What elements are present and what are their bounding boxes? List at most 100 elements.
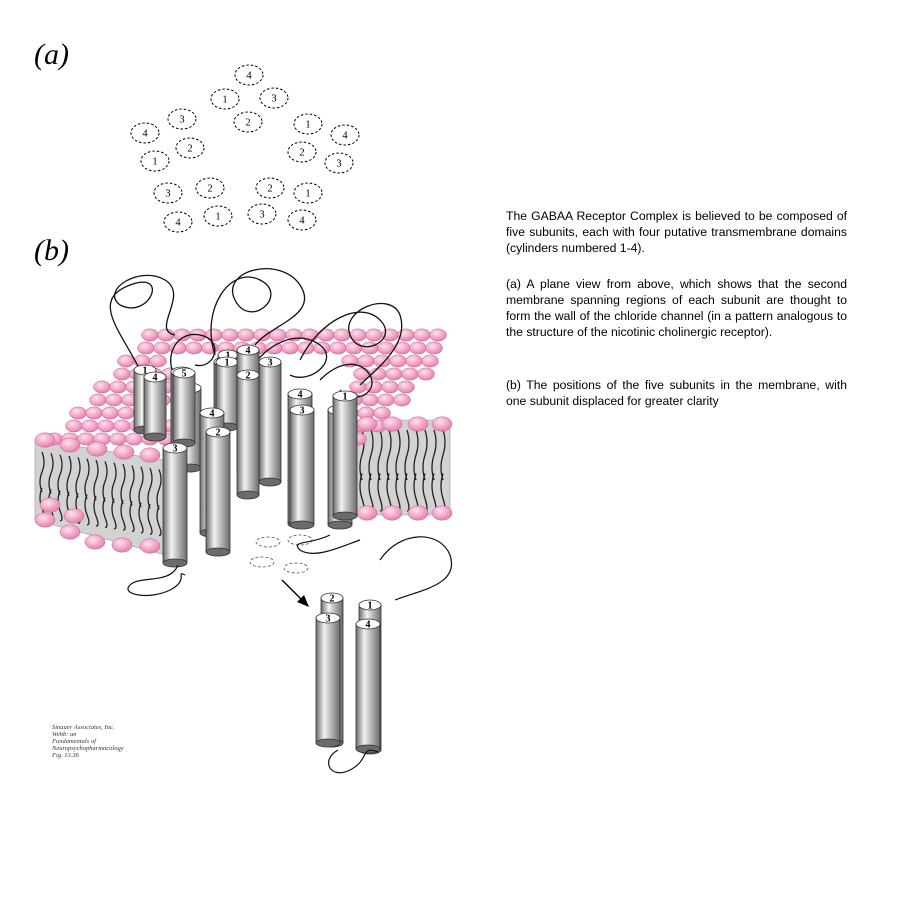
protein-loop — [170, 333, 216, 386]
lipid-head — [317, 328, 335, 342]
lipid-head — [356, 416, 378, 432]
lipid-head — [85, 406, 103, 420]
lipid-head — [117, 406, 135, 420]
lipid-head — [59, 437, 81, 453]
lipid-head — [409, 341, 427, 355]
domain-number: 3 — [268, 358, 273, 369]
domain-number: 5 — [182, 369, 187, 380]
lipid-head — [381, 416, 403, 432]
lipid-head — [417, 367, 435, 381]
domain-circle: 2 — [195, 177, 225, 199]
lipid-head — [385, 367, 403, 381]
lipid-head — [253, 328, 271, 342]
lipid-head — [205, 328, 223, 342]
credit-line: Neuropsychopharmacology — [52, 745, 124, 752]
domain-number: 1 — [305, 120, 310, 131]
domain-circle: 2 — [255, 177, 285, 199]
protein-loop — [109, 274, 176, 371]
domain-circle: 1 — [293, 182, 323, 204]
domain-number: 3 — [179, 115, 184, 126]
domain-circle: 3 — [259, 87, 289, 109]
lipid-head — [109, 380, 127, 394]
domain-number: 3 — [165, 189, 170, 200]
lipid-head — [34, 432, 56, 448]
domain-circle: 4 — [163, 211, 193, 233]
publisher-credit: Sinauer Associates, Inc. Webb: an Fundam… — [52, 724, 124, 759]
lipid-tail — [102, 461, 108, 529]
panel-label-a: (a) — [34, 38, 69, 71]
domain-circle: 4 — [287, 209, 317, 231]
lipid-tail — [84, 458, 90, 526]
transmembrane-domain: 4 — [143, 371, 167, 442]
lipid-head — [393, 341, 411, 355]
credit-line: Sinauer Associates, Inc. — [52, 724, 115, 731]
caption-intro: The GABAA Receptor Complex is believed t… — [506, 209, 847, 255]
domain-circle: 2 — [287, 141, 317, 163]
domain-circle: 1 — [210, 88, 240, 110]
domain-circle: 3 — [153, 182, 183, 204]
lipid-head — [265, 341, 283, 355]
transmembrane-domain: 3 — [162, 442, 188, 568]
panel-label-b: (b) — [34, 234, 69, 267]
domain-number: 3 — [259, 210, 264, 221]
lipid-head — [101, 406, 119, 420]
lipid-head — [185, 341, 203, 355]
transmembrane-domain: 2 — [236, 369, 260, 500]
lipid-head — [413, 328, 431, 342]
lipid-head — [381, 380, 399, 394]
domain-number: 2 — [267, 184, 272, 195]
lipid-head — [109, 432, 127, 446]
lipid-head — [141, 328, 159, 342]
transmembrane-domain: 1 — [332, 390, 358, 521]
lipid-head — [111, 537, 133, 553]
transmembrane-domain: 4 — [355, 618, 381, 754]
lipid-head — [86, 441, 108, 457]
lipid-head — [237, 328, 255, 342]
domain-number: 1 — [222, 95, 227, 106]
domain-number: 1 — [368, 601, 373, 612]
lipid-tail — [93, 459, 99, 527]
domain-number: 2 — [299, 148, 304, 159]
lipid-head — [113, 419, 131, 433]
domain-number: 3 — [300, 406, 305, 417]
domain-number: 1 — [225, 358, 230, 369]
lipid-head — [329, 341, 347, 355]
credit-line: Webb: an — [52, 731, 77, 738]
lipid-head — [361, 341, 379, 355]
caption-part-b: (b) The positions of the five subunits i… — [506, 378, 847, 408]
lipid-head — [373, 406, 391, 420]
lipid-tail — [156, 469, 162, 537]
domain-number: 4 — [175, 218, 181, 229]
lipid-head — [425, 341, 443, 355]
domain-number: 1 — [143, 366, 148, 377]
lipid-head — [297, 341, 315, 355]
lipid-head — [201, 341, 219, 355]
lipid-head — [429, 328, 447, 342]
lipid-tail — [404, 429, 410, 512]
lipid-head — [221, 328, 239, 342]
lipid-tail — [138, 466, 144, 534]
lipid-head — [81, 419, 99, 433]
transmembrane-domain: 3 — [289, 404, 315, 530]
domain-number: 2 — [187, 144, 192, 155]
protein-loop — [328, 749, 379, 774]
arrow-head — [297, 595, 309, 607]
domain-number: 1 — [343, 392, 348, 403]
lipid-head — [389, 354, 407, 368]
lipid-head — [349, 380, 367, 394]
domain-number: 2 — [216, 428, 221, 439]
protein-loop — [249, 337, 328, 378]
domain-number: 4 — [366, 620, 371, 631]
lipid-head — [63, 508, 85, 524]
lipid-head — [431, 505, 453, 521]
domain-number: 2 — [245, 118, 250, 129]
domain-number: 4 — [299, 216, 305, 227]
domain-circle: 4 — [130, 122, 160, 144]
transmembrane-domain: 3 — [258, 356, 282, 487]
domain-number: 2 — [330, 594, 335, 605]
domain-number: 4 — [342, 131, 348, 142]
lipid-tail — [147, 467, 153, 535]
domain-number: 4 — [142, 129, 148, 140]
domain-circle: 3 — [167, 108, 197, 130]
domain-circle: 3 — [324, 152, 354, 174]
